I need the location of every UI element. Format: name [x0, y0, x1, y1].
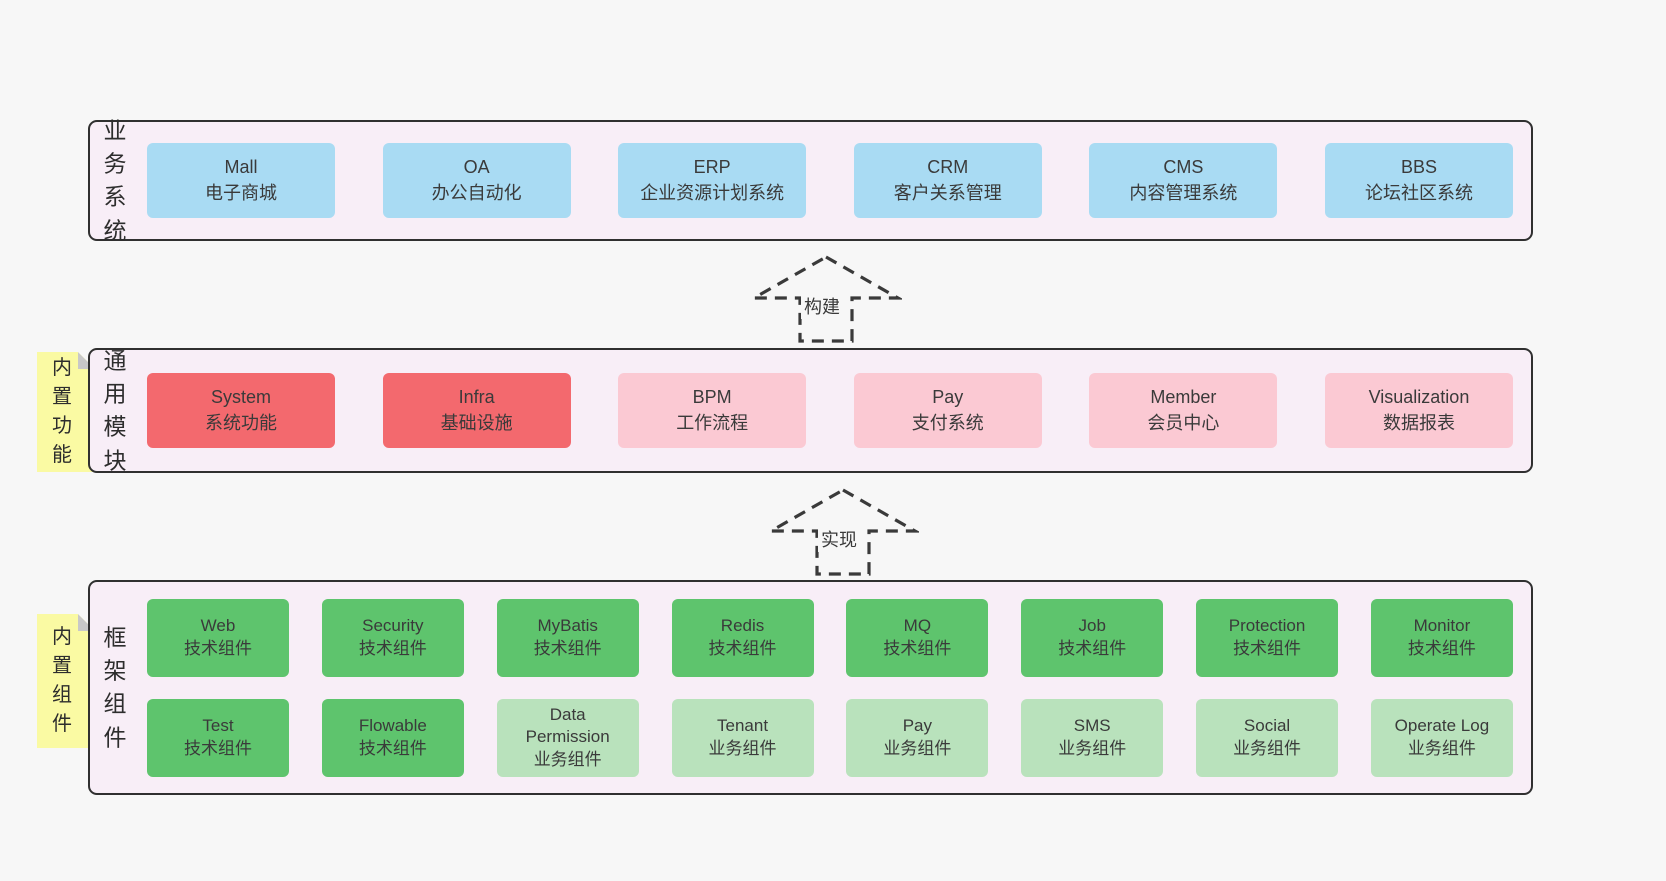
box-subtitle: 会员中心 — [1147, 412, 1220, 433]
box-subtitle: 技术组件 — [1407, 638, 1476, 658]
band-framework-components: 框架组件 Web 技术组件 Security 技术组件 MyBatis 技术组件… — [88, 580, 1533, 795]
box-subtitle: 技术组件 — [1233, 638, 1302, 658]
box-subtitle: 业务组件 — [883, 738, 952, 758]
box-subtitle: 数据报表 — [1382, 412, 1455, 433]
up-arrow-icon — [767, 488, 919, 576]
box-subtitle: 系统功能 — [205, 412, 277, 433]
box-job: Job 技术组件 — [1021, 598, 1164, 677]
box-title: Redis — [720, 616, 765, 636]
box-title: Security — [362, 616, 424, 636]
box-subtitle: 技术组件 — [184, 638, 252, 658]
box-subtitle: 业务组件 — [1058, 738, 1127, 758]
box-title: Tenant — [717, 716, 769, 736]
box-oa: OA 办公自动化 — [382, 143, 571, 218]
band-business-systems: 业务系统 Mall 电子商城 OA 办公自动化 ERP 企业资源计划系统 CRM… — [88, 117, 1533, 243]
sticky-label: 内置组件 — [52, 626, 72, 735]
box-title: Mall — [224, 156, 258, 177]
box-bpm: BPM 工作流程 — [618, 373, 807, 448]
box-title: CMS — [1163, 156, 1204, 177]
box-pay-component: Pay 业务组件 — [846, 698, 989, 777]
box-web: Web 技术组件 — [147, 598, 289, 677]
implement-arrow-label: 实现 — [818, 526, 860, 552]
box-title: Web — [200, 616, 236, 636]
box-crm: CRM 客户关系管理 — [853, 143, 1042, 218]
box-subtitle: 技术组件 — [358, 738, 427, 758]
box-title: Flowable — [358, 716, 427, 736]
box-subtitle: 支付系统 — [911, 412, 984, 433]
box-social: Social 业务组件 — [1196, 698, 1339, 777]
box-title: System — [210, 386, 271, 407]
box-subtitle: 电子商城 — [205, 182, 277, 203]
box-data-permission: Data Permission 业务组件 — [496, 698, 639, 777]
box-subtitle: 技术组件 — [184, 738, 252, 758]
box-member: Member 会员中心 — [1089, 373, 1278, 448]
box-title: MQ — [903, 616, 932, 636]
band-label-framework-components: 框架组件 — [103, 623, 127, 750]
box-title: ERP — [693, 156, 731, 177]
box-mq: MQ 技术组件 — [846, 598, 989, 677]
box-title: MyBatis — [537, 616, 598, 636]
box-subtitle: 业务组件 — [533, 749, 602, 769]
box-title: Pay — [902, 716, 933, 736]
box-subtitle: 业务组件 — [1407, 738, 1476, 758]
box-infra: Infra 基础设施 — [382, 373, 571, 448]
box-title: Social — [1243, 716, 1291, 736]
box-subtitle: 办公自动化 — [431, 182, 522, 203]
box-redis: Redis 技术组件 — [671, 598, 814, 677]
box-visualization: Visualization 数据报表 — [1324, 373, 1513, 448]
box-subtitle: 客户关系管理 — [893, 182, 1002, 203]
box-subtitle: 企业资源计划系统 — [640, 182, 785, 203]
box-subtitle: 内容管理系统 — [1129, 182, 1238, 203]
box-subtitle: 技术组件 — [533, 638, 602, 658]
box-bbs: BBS 论坛社区系统 — [1324, 143, 1513, 218]
box-title: BPM — [692, 386, 732, 407]
box-title: Pay — [932, 386, 964, 407]
box-title: SMS — [1073, 716, 1111, 736]
box-subtitle: 技术组件 — [1058, 638, 1127, 658]
box-subtitle: 业务组件 — [708, 738, 777, 758]
box-subtitle: 工作流程 — [676, 412, 749, 433]
box-flowable: Flowable 技术组件 — [321, 698, 464, 777]
box-subtitle: 业务组件 — [1233, 738, 1302, 758]
box-pay-module: Pay 支付系统 — [853, 373, 1042, 448]
box-subtitle: 技术组件 — [358, 638, 427, 658]
box-test: Test 技术组件 — [147, 698, 289, 777]
box-title: Member — [1150, 386, 1217, 407]
box-subtitle: 技术组件 — [883, 638, 952, 658]
sticky-built-in-components: 内置组件 — [37, 614, 95, 748]
box-title: Operate Log — [1394, 716, 1490, 736]
band-label-business-systems: 业务系统 — [103, 116, 127, 243]
box-mall: Mall 电子商城 — [147, 143, 335, 218]
box-monitor: Monitor 技术组件 — [1370, 598, 1513, 677]
sticky-label: 内置功能 — [52, 357, 72, 466]
box-title: Data Permission — [525, 705, 610, 747]
band-label-common-modules: 通用模块 — [103, 346, 127, 473]
up-arrow-icon — [750, 255, 902, 343]
sticky-built-in-features: 内置功能 — [37, 352, 95, 472]
box-system: System 系统功能 — [147, 373, 335, 448]
box-title: Infra — [458, 386, 495, 407]
box-tenant: Tenant 业务组件 — [671, 698, 814, 777]
box-protection: Protection 技术组件 — [1196, 598, 1339, 677]
box-erp: ERP 企业资源计划系统 — [618, 143, 807, 218]
box-security: Security 技术组件 — [321, 598, 464, 677]
box-cms: CMS 内容管理系统 — [1089, 143, 1278, 218]
box-title: Visualization — [1368, 386, 1470, 407]
build-arrow-label: 构建 — [801, 293, 843, 319]
box-title: Monitor — [1413, 616, 1471, 636]
box-title: Job — [1078, 616, 1106, 636]
box-title: Test — [202, 716, 234, 736]
box-subtitle: 基础设施 — [440, 412, 513, 433]
box-title: Protection — [1228, 616, 1306, 636]
band-common-modules: 通用模块 System 系统功能 Infra 基础设施 BPM 工作流程 Pay… — [88, 347, 1533, 473]
box-operate-log: Operate Log 业务组件 — [1370, 698, 1513, 777]
box-title: BBS — [1400, 156, 1437, 177]
box-title: CRM — [927, 156, 969, 177]
box-mybatis: MyBatis 技术组件 — [496, 598, 639, 677]
box-title: OA — [463, 156, 490, 177]
box-subtitle: 技术组件 — [708, 638, 777, 658]
box-subtitle: 论坛社区系统 — [1364, 182, 1473, 203]
box-sms: SMS 业务组件 — [1021, 698, 1164, 777]
